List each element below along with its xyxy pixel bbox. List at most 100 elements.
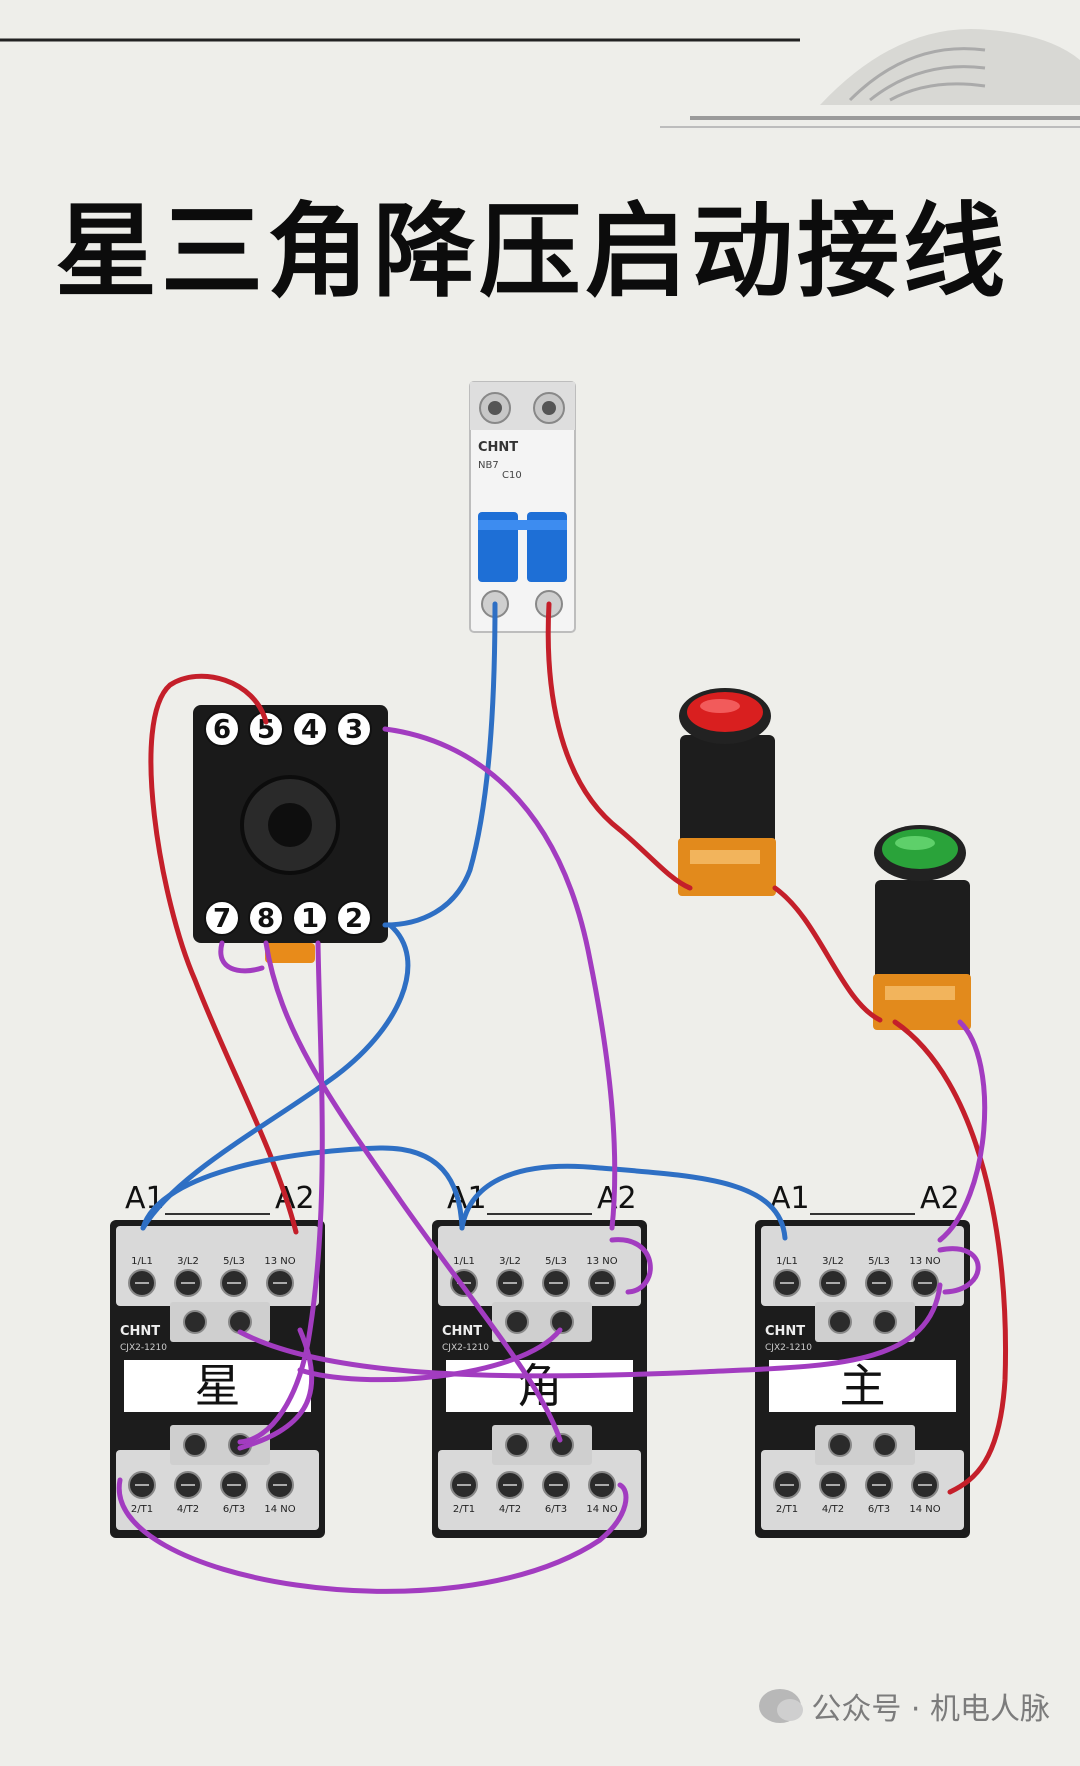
terminal-label: 14 NO xyxy=(264,1504,295,1515)
relay-pin-8[interactable]: 8 xyxy=(248,900,284,936)
wechat-icon xyxy=(759,1689,804,1723)
relay-pin-7[interactable]: 7 xyxy=(204,900,240,936)
wire-blue-relay2-to-star-a1 xyxy=(140,922,411,1231)
relay-pin-5[interactable]: 5 xyxy=(248,711,284,747)
relay-pin-label: 7 xyxy=(213,904,231,934)
relay-pin-label: 5 xyxy=(257,715,275,745)
relay-pin-label: 6 xyxy=(213,715,231,745)
terminal-top-3[interactable]: 13 NO xyxy=(909,1256,941,1297)
aux-terminal-d[interactable] xyxy=(550,1433,574,1457)
terminal-label: 1/L1 xyxy=(131,1256,153,1267)
terminal-label: 14 NO xyxy=(909,1504,940,1515)
terminal-label: 2/T1 xyxy=(776,1504,798,1515)
wire-blue-delta-a1-to-main-a1 xyxy=(459,1163,788,1241)
breaker-rating: C10 xyxy=(502,470,522,481)
terminal-label: 1/L1 xyxy=(453,1256,475,1267)
terminal-bottom-0[interactable]: 2/T1 xyxy=(773,1471,801,1515)
terminal-bottom-2[interactable]: 6/T3 xyxy=(220,1471,248,1515)
terminal-top-3[interactable]: 13 NO xyxy=(586,1256,618,1297)
terminal-top-0[interactable]: 1/L1 xyxy=(128,1256,156,1297)
wire-red-start-to-main14 xyxy=(892,1019,1008,1495)
wire-purple-start-to-main-a2 xyxy=(937,1019,988,1243)
terminal-bottom-3[interactable]: 14 NO xyxy=(586,1471,618,1515)
terminal-bottom-2[interactable]: 6/T3 xyxy=(542,1471,570,1515)
stop-button[interactable] xyxy=(678,688,776,896)
terminal-bottom-0[interactable]: 2/T1 xyxy=(128,1471,156,1515)
terminal-bottom-1[interactable]: 4/T2 xyxy=(174,1471,202,1515)
watermark-text: 公众号 · 机电人脉 xyxy=(811,1692,1050,1727)
relay-pin-3[interactable]: 3 xyxy=(336,711,372,747)
terminal-top-2[interactable]: 5/L3 xyxy=(220,1256,248,1297)
wire-blue-breaker-to-relay2 xyxy=(382,601,498,928)
terminal-label: 6/T3 xyxy=(545,1504,567,1515)
terminal-label: 2/T1 xyxy=(131,1504,153,1515)
terminal-bottom-2[interactable]: 6/T3 xyxy=(865,1471,893,1515)
aux-terminal-a[interactable] xyxy=(505,1310,529,1334)
wire-red-breaker-to-stop xyxy=(545,601,693,891)
contactor-model: CJX2-1210 xyxy=(442,1343,489,1353)
relay-pin-4[interactable]: 4 xyxy=(292,711,328,747)
terminal-label: 5/L3 xyxy=(868,1256,890,1267)
aux-terminal-b[interactable] xyxy=(873,1310,897,1334)
terminal-label: 13 NO xyxy=(586,1256,617,1267)
terminal-label: 1/L1 xyxy=(776,1256,798,1267)
terminal-top-2[interactable]: 5/L3 xyxy=(542,1256,570,1297)
wire-purple-relay1-to-star-out xyxy=(237,940,325,1445)
circuit-breaker: CHNT NB7 C10 xyxy=(469,381,576,633)
terminal-bottom-1[interactable]: 4/T2 xyxy=(496,1471,524,1515)
relay-pin-label: 3 xyxy=(345,715,363,745)
wire-purple-relay3-to-delta-a2 xyxy=(382,726,618,1231)
relay-pin-label: 2 xyxy=(345,904,363,934)
terminal-top-1[interactable]: 3/L2 xyxy=(174,1256,202,1297)
aux-terminal-c[interactable] xyxy=(828,1433,852,1457)
decorative-lines xyxy=(0,28,1080,128)
terminal-label: 2/T1 xyxy=(453,1504,475,1515)
wire-purple-main-no-loop xyxy=(937,1246,981,1295)
aux-terminal-c[interactable] xyxy=(505,1433,529,1457)
terminal-top-3[interactable]: 13 NO xyxy=(264,1256,296,1297)
terminal-label: 5/L3 xyxy=(223,1256,245,1267)
aux-terminal-a[interactable] xyxy=(183,1310,207,1334)
contactor-model: CJX2-1210 xyxy=(765,1343,812,1353)
terminal-bottom-3[interactable]: 14 NO xyxy=(909,1471,941,1515)
aux-terminal-c[interactable] xyxy=(183,1433,207,1457)
wire-purple-star-out-loop xyxy=(237,1327,315,1451)
contactor-name-label: 主 xyxy=(840,1359,886,1413)
terminal-label: 5/L3 xyxy=(545,1256,567,1267)
terminal-bottom-1[interactable]: 4/T2 xyxy=(819,1471,847,1515)
wires xyxy=(116,601,1008,1594)
terminal-label: 3/L2 xyxy=(499,1256,521,1267)
wire-purple-star-aux-to-main13 xyxy=(237,1282,943,1379)
start-button[interactable] xyxy=(873,825,971,1030)
contactor-model: CJX2-1210 xyxy=(120,1343,167,1353)
terminal-bottom-0[interactable]: 2/T1 xyxy=(450,1471,478,1515)
terminal-label: 6/T3 xyxy=(223,1504,245,1515)
aux-terminal-d[interactable] xyxy=(873,1433,897,1457)
wire-purple-delta-no-loop xyxy=(609,1237,653,1295)
aux-terminal-a[interactable] xyxy=(828,1310,852,1334)
terminal-top-2[interactable]: 5/L3 xyxy=(865,1256,893,1297)
terminal-label: 3/L2 xyxy=(177,1256,199,1267)
relay-pin-2[interactable]: 2 xyxy=(336,900,372,936)
relay-pin-6[interactable]: 6 xyxy=(204,711,240,747)
relay-pin-label: 1 xyxy=(301,904,319,934)
wire-purple-delta-aux-to-star xyxy=(297,1327,563,1383)
terminal-label: 4/T2 xyxy=(177,1504,199,1515)
terminal-bottom-3[interactable]: 14 NO xyxy=(264,1471,296,1515)
contactor-brand: CHNT xyxy=(765,1324,805,1339)
terminal-top-1[interactable]: 3/L2 xyxy=(496,1256,524,1297)
relay-pin-1[interactable]: 1 xyxy=(292,900,328,936)
watermark: 公众号 · 机电人脉 xyxy=(759,1684,1050,1728)
terminal-label: 13 NO xyxy=(264,1256,295,1267)
aux-terminal-b[interactable] xyxy=(550,1310,574,1334)
breaker-brand: CHNT xyxy=(478,440,518,455)
terminal-top-0[interactable]: 1/L1 xyxy=(773,1256,801,1297)
name-plate xyxy=(124,1360,311,1412)
terminal-top-1[interactable]: 3/L2 xyxy=(819,1256,847,1297)
relay-pin-label: 8 xyxy=(257,904,275,934)
terminal-label: 13 NO xyxy=(909,1256,940,1267)
